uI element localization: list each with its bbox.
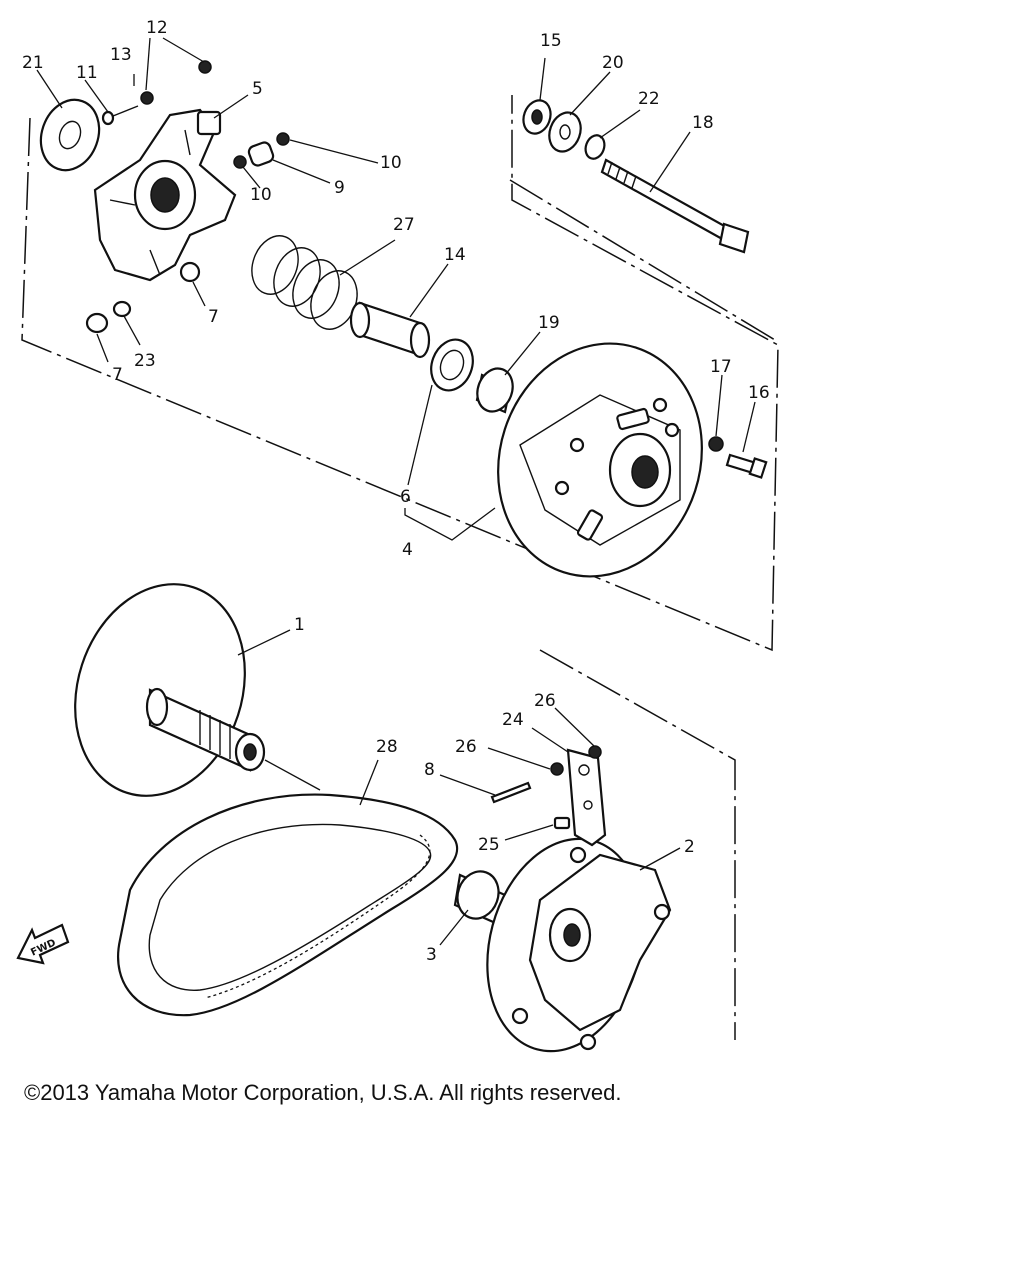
callout-1: 1 bbox=[294, 615, 305, 635]
callout-13: 13 bbox=[110, 45, 132, 65]
callout-10-b: 10 bbox=[250, 185, 272, 205]
arm-24 bbox=[566, 748, 607, 847]
sheave-2 bbox=[486, 837, 672, 1053]
callout-22: 22 bbox=[638, 89, 660, 109]
callout-11: 11 bbox=[76, 63, 98, 83]
callout-12: 12 bbox=[146, 18, 168, 38]
bushing-3 bbox=[453, 870, 507, 927]
callout-2: 2 bbox=[684, 837, 695, 857]
upper-assembly-frame bbox=[21, 95, 779, 652]
seal-5 bbox=[430, 338, 474, 392]
washer-10-a bbox=[276, 132, 290, 146]
callout-9: 9 bbox=[334, 178, 345, 198]
bushing-19 bbox=[475, 367, 514, 414]
spring-27 bbox=[251, 235, 358, 330]
sliding-sheave-4 bbox=[497, 342, 703, 578]
washer-10-b bbox=[233, 155, 247, 169]
washer-15 bbox=[522, 99, 552, 135]
callout-26-b: 26 bbox=[455, 737, 477, 757]
nut-26-a bbox=[550, 762, 564, 776]
bolt-axis-line bbox=[509, 179, 776, 341]
copyright-notice: ©2013 Yamaha Motor Corporation, U.S.A. A… bbox=[24, 1080, 622, 1105]
pin-8 bbox=[490, 781, 532, 804]
callout-24: 24 bbox=[502, 710, 524, 730]
bolt-11 bbox=[101, 105, 139, 126]
roller-9 bbox=[247, 141, 275, 167]
callout-4: 4 bbox=[402, 540, 413, 560]
callout-labels: 21 11 13 12 5 10 9 10 27 14 19 7 23 7 15… bbox=[22, 18, 770, 965]
callout-25: 25 bbox=[478, 835, 500, 855]
callout-7-a: 7 bbox=[208, 307, 219, 327]
lower-assembly-frame bbox=[539, 649, 736, 1040]
bolt-16 bbox=[725, 453, 768, 479]
callout-5: 6 bbox=[400, 487, 411, 507]
collar-14 bbox=[349, 301, 431, 359]
callout-8: 8 bbox=[424, 760, 435, 780]
callout-28: 28 bbox=[376, 737, 398, 757]
washer-21 bbox=[39, 98, 101, 172]
exploded-parts-diagram: FWD 21 11 13 bbox=[16, 18, 779, 1053]
nut-12-b bbox=[198, 60, 212, 74]
callout-16: 16 bbox=[748, 383, 770, 403]
washer-23 bbox=[112, 300, 132, 318]
cap-7-b bbox=[85, 312, 109, 334]
nut-7-a bbox=[179, 261, 201, 283]
bolt-18 bbox=[600, 158, 750, 254]
callout-20: 20 bbox=[602, 53, 624, 73]
callout-18: 18 bbox=[692, 113, 714, 133]
callout-23: 23 bbox=[134, 351, 156, 371]
nut-26-b bbox=[588, 745, 602, 759]
callout-10-a: 10 bbox=[380, 153, 402, 173]
callout-14: 14 bbox=[444, 245, 466, 265]
washer-17 bbox=[708, 436, 724, 452]
callout-17: 17 bbox=[710, 357, 732, 377]
drive-belt-28 bbox=[117, 793, 459, 1017]
callout-21: 21 bbox=[22, 53, 44, 73]
callout-3: 3 bbox=[426, 945, 437, 965]
fixed-sheave-1 bbox=[74, 583, 266, 797]
callout-26-a: 26 bbox=[534, 691, 556, 711]
forward-direction-arrow: FWD bbox=[16, 923, 70, 965]
callout-19: 19 bbox=[538, 313, 560, 333]
callout-27: 27 bbox=[393, 215, 415, 235]
callout-6: 5 bbox=[252, 79, 263, 99]
nut-12-a bbox=[140, 91, 154, 105]
callout-7-b: 7 bbox=[112, 365, 123, 385]
spider-assembly-6 bbox=[93, 108, 237, 282]
shaft-axis-line bbox=[264, 759, 321, 791]
leader-lines bbox=[36, 37, 756, 946]
callout-15: 15 bbox=[540, 31, 562, 51]
bolt-25 bbox=[553, 816, 571, 830]
washer-22 bbox=[584, 134, 606, 160]
